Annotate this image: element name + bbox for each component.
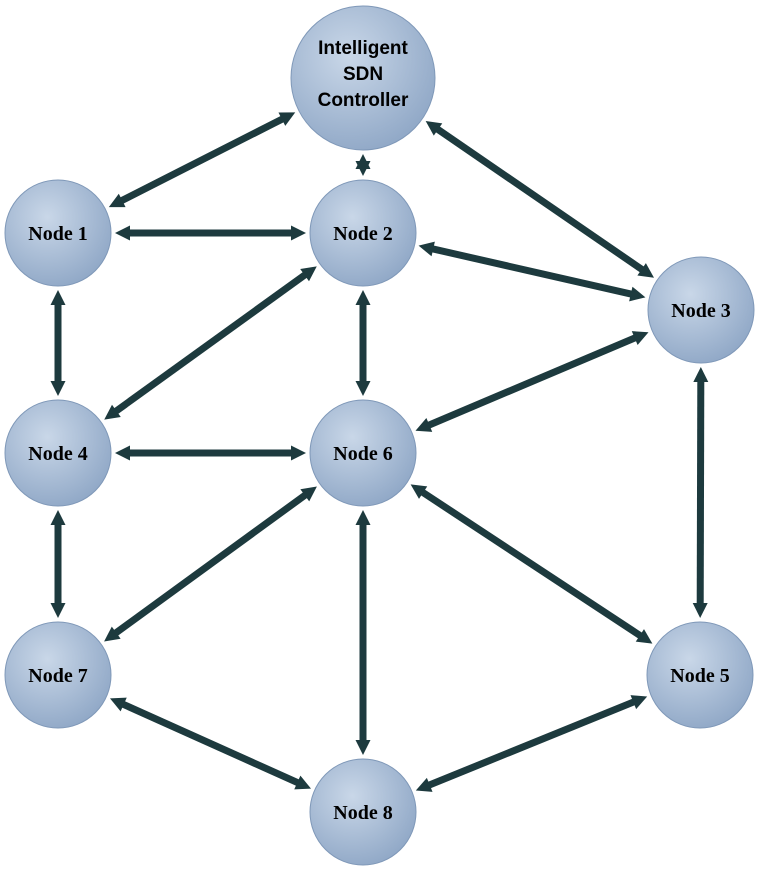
- arrowhead-icon: [415, 418, 433, 432]
- node-8-circle: [309, 758, 417, 866]
- arrowhead-icon: [355, 154, 371, 169]
- arrowhead-icon: [104, 626, 121, 642]
- node-5-label: Node 5: [670, 665, 729, 687]
- node-7[interactable]: Node 7: [4, 621, 112, 729]
- node-layer: Intelligent SDN Controller Node 1 Node 2…: [4, 5, 755, 866]
- edge-shaft: [696, 379, 705, 606]
- edge-ctrl-n1: [108, 112, 296, 208]
- controller-label-line1: Intelligent: [318, 38, 408, 59]
- arrowhead-icon: [415, 777, 433, 792]
- node-6-circle: [309, 399, 417, 507]
- arrowhead-icon: [278, 112, 296, 126]
- arrowhead-icon: [50, 510, 66, 525]
- edge-n8-n5: [415, 695, 648, 792]
- node-3-label: Node 3: [671, 300, 730, 322]
- edge-n1-n2: [115, 225, 306, 241]
- node-7-label: Node 7: [28, 665, 87, 687]
- arrowhead-icon: [635, 629, 653, 644]
- arrowhead-icon: [637, 263, 655, 278]
- arrowhead-icon: [418, 241, 435, 257]
- controller-label-line2: SDN: [343, 64, 383, 85]
- arrowhead-icon: [115, 225, 130, 241]
- node-2[interactable]: Node 2: [309, 179, 417, 287]
- edge-shaft: [430, 245, 634, 298]
- arrowhead-icon: [50, 381, 66, 396]
- arrowhead-icon: [355, 740, 371, 755]
- controller-label-line3: Controller: [318, 90, 409, 111]
- controller-circle: [290, 5, 436, 151]
- arrowhead-icon: [630, 695, 648, 710]
- arrowhead-icon: [693, 366, 709, 383]
- edge-n4-n7: [50, 510, 66, 618]
- arrowhead-icon: [355, 510, 371, 525]
- edge-n2-n6: [355, 290, 371, 396]
- edge-layer: [50, 112, 709, 792]
- arrowhead-icon: [692, 602, 708, 619]
- node-2-label: Node 2: [333, 223, 392, 245]
- arrowhead-icon: [355, 381, 371, 396]
- node-5[interactable]: Node 5: [646, 621, 754, 729]
- edge-n6-n8: [355, 510, 371, 755]
- edge-shaft: [112, 271, 309, 415]
- edge-shaft: [419, 488, 644, 640]
- edge-ctrl-n3: [425, 121, 655, 278]
- node-3[interactable]: Node 3: [647, 256, 755, 364]
- node-1[interactable]: Node 1: [4, 179, 112, 287]
- arrowhead-icon: [108, 193, 126, 208]
- edge-shaft: [120, 700, 301, 787]
- edge-n6-n5: [410, 484, 653, 644]
- edge-n1-n4: [50, 290, 66, 396]
- arrowhead-icon: [294, 775, 312, 790]
- edge-shaft: [426, 698, 637, 789]
- edge-n6-n7: [104, 486, 317, 642]
- arrowhead-icon: [109, 697, 127, 712]
- arrowhead-icon: [355, 290, 371, 305]
- edge-n3-n6: [415, 331, 649, 432]
- arrowhead-icon: [104, 404, 121, 420]
- arrowhead-icon: [291, 225, 306, 241]
- edge-ctrl-n2: [355, 154, 371, 176]
- edge-shaft: [118, 115, 286, 205]
- node-8[interactable]: Node 8: [309, 758, 417, 866]
- arrowhead-icon: [631, 331, 649, 345]
- node-1-circle: [4, 179, 112, 287]
- edge-n2-n4: [104, 266, 317, 420]
- arrowhead-icon: [50, 290, 66, 305]
- edge-n4-n6: [115, 445, 306, 461]
- node-6[interactable]: Node 6: [309, 399, 417, 507]
- edge-n3-n5: [692, 366, 709, 619]
- node-4[interactable]: Node 4: [4, 399, 112, 507]
- arrowhead-icon: [300, 486, 317, 502]
- node-4-label: Node 4: [28, 443, 87, 465]
- arrowhead-icon: [50, 603, 66, 618]
- arrowhead-icon: [410, 484, 428, 499]
- edge-n2-n3: [418, 241, 646, 302]
- arrowhead-icon: [115, 445, 130, 461]
- arrowhead-icon: [300, 266, 317, 282]
- arrowhead-icon: [425, 121, 443, 136]
- node-1-label: Node 1: [28, 223, 87, 245]
- edge-shaft: [112, 491, 309, 637]
- edge-shaft: [426, 334, 638, 429]
- arrowhead-icon: [629, 286, 646, 302]
- node-5-circle: [646, 621, 754, 729]
- arrowhead-icon: [291, 445, 306, 461]
- node-7-circle: [4, 621, 112, 729]
- node-2-circle: [309, 179, 417, 287]
- node-8-label: Node 8: [333, 802, 392, 824]
- node-6-label: Node 6: [333, 443, 392, 465]
- node-4-circle: [4, 399, 112, 507]
- edge-n7-n8: [109, 697, 312, 790]
- edge-shaft: [434, 125, 646, 274]
- node-3-circle: [647, 256, 755, 364]
- controller-node[interactable]: Intelligent SDN Controller: [290, 5, 436, 151]
